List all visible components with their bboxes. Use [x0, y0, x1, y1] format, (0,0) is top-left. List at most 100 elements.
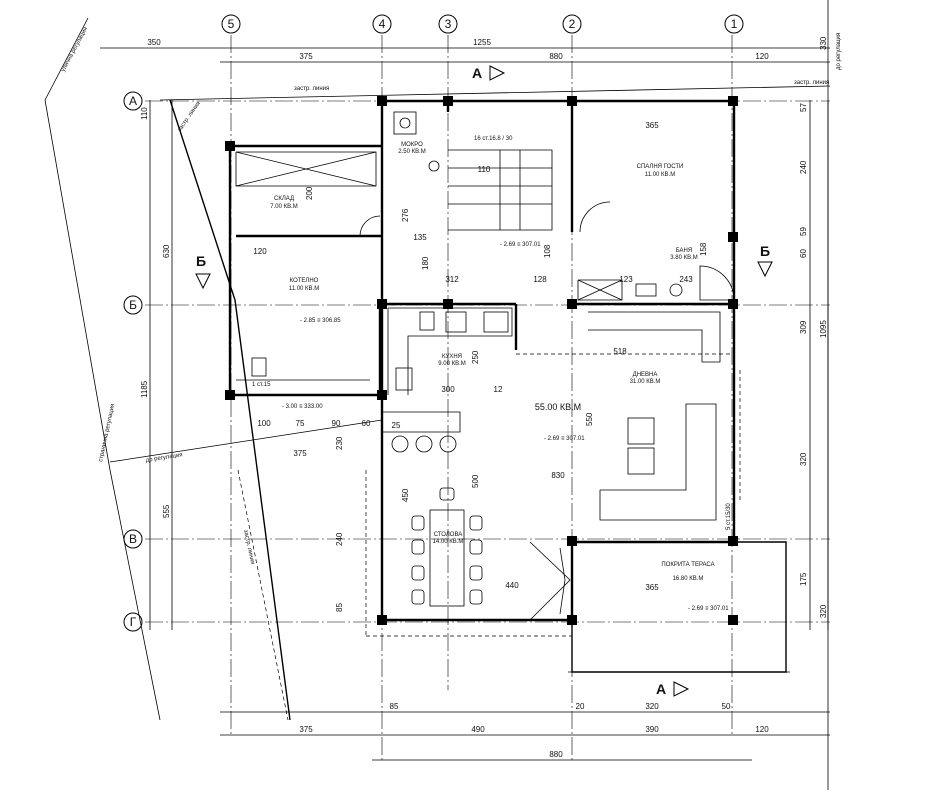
axis-bubble-4: 4: [372, 14, 392, 34]
dim-right-60: 60: [799, 249, 808, 258]
room-dnevna-area: 31.00 КВ.М: [630, 379, 661, 385]
dim-inner-830: 830: [551, 471, 565, 480]
dim-inner-158: 158: [699, 242, 708, 256]
dim-inner-12: 12: [494, 385, 503, 394]
section-a-bottom: А: [656, 681, 666, 697]
level-5: - 2.69 ≡ 307.01: [688, 606, 729, 612]
dim-inner-250: 250: [471, 350, 480, 364]
axis-bubble-3: 3: [438, 14, 458, 34]
dim-right-320b: 320: [819, 604, 828, 618]
room-sklad-name: СКЛАД: [274, 196, 294, 202]
dim-bottom-85: 85: [390, 702, 399, 711]
svg-text:Б: Б: [129, 298, 137, 312]
street-regulation-label: улична регулация: [60, 26, 89, 73]
room-mokro-name: МОКРО: [401, 142, 423, 148]
dim-left-555: 555: [162, 504, 171, 518]
dim-inner-276: 276: [401, 208, 410, 222]
room-kuhnya-area: 9.00 КВ.М: [438, 361, 466, 367]
room-banya-area: 3.80 КВ.М: [670, 255, 698, 261]
svg-text:1: 1: [731, 17, 738, 31]
room-sklad-area: 7.00 КВ.М: [270, 204, 298, 210]
dim-left-230: 230: [335, 436, 344, 450]
room-mokro-area: 2.50 КВ.М: [398, 149, 426, 155]
to-regulation-label: до регулация: [145, 452, 183, 464]
total-area: 55.00 КВ.М: [535, 402, 581, 412]
dim-inner-365-terrace: 365: [645, 583, 659, 592]
dim-inner-550: 550: [585, 412, 594, 426]
dim-bottom-880: 880: [549, 750, 563, 759]
dim-inner-120: 120: [253, 247, 267, 256]
section-b-left: Б: [196, 253, 206, 269]
dim-left-450: 450: [401, 488, 410, 502]
axis-bubble-a: А: [123, 91, 143, 111]
dim-top-880: 880: [549, 52, 563, 61]
dim-bottom-50: 50: [722, 702, 731, 711]
dim-inner-25: 25: [392, 421, 401, 430]
dim-inner-75: 75: [296, 419, 305, 428]
room-kuhnya-name: КУХНЯ: [442, 354, 462, 360]
dim-bottom-120: 120: [755, 725, 769, 734]
section-b-right: Б: [760, 243, 770, 259]
axis-bubble-g: Г: [123, 612, 143, 632]
dim-inner-100: 100: [257, 419, 271, 428]
dim-bottom-375: 375: [299, 725, 313, 734]
dim-inner-300: 300: [441, 385, 455, 394]
dim-inner-375: 375: [293, 449, 307, 458]
dim-right-59: 59: [799, 227, 808, 236]
stair-label: 16 ст.16.8 / 30: [474, 136, 513, 142]
room-terasa-name: ПОКРИТА ТЕРАСА: [661, 562, 714, 568]
dim-inner-60: 60: [362, 419, 371, 428]
level-1: - 2.85 ≡ 306.85: [300, 318, 341, 324]
axis-bubble-b: Б: [123, 295, 143, 315]
dim-inner-128: 128: [533, 275, 547, 284]
svg-text:А: А: [129, 94, 137, 108]
svg-text:4: 4: [379, 17, 386, 31]
dim-inner-440: 440: [505, 581, 519, 590]
dim-top-1255: 1255: [473, 38, 491, 47]
dim-top-375: 375: [299, 52, 313, 61]
svg-text:2: 2: [569, 17, 576, 31]
dim-bottom-20: 20: [576, 702, 585, 711]
stair-steps-2: 5 ст.15/30: [726, 503, 732, 530]
room-banya-name: БАНЯ: [676, 248, 692, 254]
dim-bottom-320: 320: [645, 702, 659, 711]
dim-inner-180: 180: [421, 256, 430, 270]
building-line-label-right: застр. линия: [794, 80, 829, 86]
structural-columns: [225, 96, 738, 625]
section-a-top: А: [472, 65, 482, 81]
dim-right-309: 309: [799, 320, 808, 334]
dim-right-175: 175: [799, 572, 808, 586]
dim-right-1095: 1095: [819, 320, 828, 338]
dim-left-630: 630: [162, 244, 171, 258]
room-spalnya-name: СПАЛНЯ ГОСТИ: [637, 164, 684, 170]
dim-inner-90: 90: [332, 419, 341, 428]
dim-left-240: 240: [335, 532, 344, 546]
dim-top-120: 120: [755, 52, 769, 61]
dim-top-350: 350: [147, 38, 161, 47]
dim-left-110: 110: [140, 107, 149, 120]
level-2: - 2.69 ≡ 307.01: [500, 242, 541, 248]
axis-bubble-v: В: [123, 529, 143, 549]
dim-left-500: 500: [471, 474, 480, 488]
dim-left-1185: 1185: [140, 380, 149, 398]
dim-inner-312: 312: [445, 275, 459, 284]
room-kotelno-name: КОТЕЛНО: [290, 278, 319, 284]
svg-text:В: В: [129, 532, 137, 546]
room-kotelno-area: 11.00 КВ.М: [289, 286, 319, 292]
to-regulation-label-right: до регулация: [836, 33, 842, 70]
dining-chairs: [411, 487, 483, 605]
dim-inner-365: 365: [645, 121, 659, 130]
level-4: - 2.69 ≡ 307.01: [544, 436, 585, 442]
dimension-lines: [100, 47, 830, 761]
dim-right-240: 240: [799, 160, 808, 174]
svg-text:5: 5: [228, 17, 235, 31]
dim-inner-518: 518: [613, 347, 627, 356]
axis-bubble-5: 5: [221, 14, 241, 34]
svg-text:3: 3: [445, 17, 452, 31]
room-dnevna-name: ДНЕВНА: [633, 372, 658, 378]
dim-bottom-390: 390: [645, 725, 659, 734]
dim-inner-110: 110: [478, 165, 491, 174]
room-stolova-name: СТОЛОВА: [434, 532, 463, 538]
building-line-label-top: застр. линия: [294, 86, 329, 92]
